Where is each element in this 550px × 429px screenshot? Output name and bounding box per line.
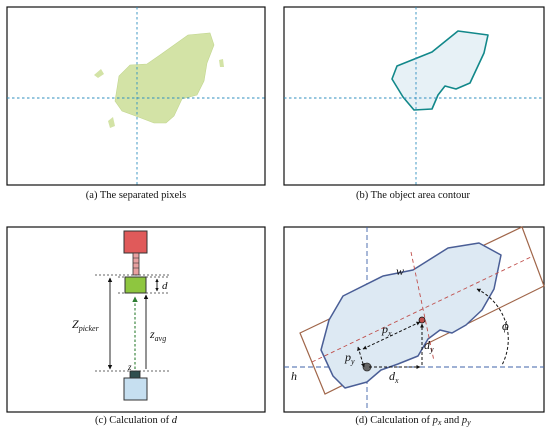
camera-body — [123, 377, 148, 401]
noise-pixels-left — [94, 69, 104, 78]
z-picker-label: Zpicker — [72, 317, 100, 333]
object-area-contour — [391, 30, 489, 111]
dy-label: dy — [424, 338, 434, 354]
noise-pixels-right — [219, 59, 224, 67]
medial-axis-short — [410, 251, 435, 362]
panel-b: (b) The object area contour — [283, 6, 545, 201]
w-label: w — [396, 264, 404, 278]
h-label: h — [291, 369, 297, 383]
panel-a: (a) The separated pixels — [6, 6, 266, 201]
picker-shaft — [132, 252, 140, 276]
noise-pixels-bottom — [108, 117, 115, 128]
camera-sensor — [129, 370, 141, 379]
panel-a-caption: (a) The separated pixels — [86, 190, 186, 201]
dx-label: dx — [389, 369, 399, 385]
object-pixel-blob — [114, 32, 215, 124]
medial-axis-long — [311, 255, 534, 363]
px-label: px — [381, 322, 392, 338]
panel-c: d Zpicker zavg z (c) Calculation of d — [6, 226, 266, 426]
py-label: py — [344, 350, 355, 366]
center-point — [418, 316, 426, 324]
z-label: z — [127, 362, 132, 372]
panel-b-caption: (b) The object area contour — [356, 190, 471, 201]
panel-d: w h ϕ px py dx dy (d) Calculation of px … — [283, 226, 545, 427]
phi-arc — [476, 288, 509, 366]
object-box — [124, 276, 147, 294]
panel-d-caption: (d) Calculation of px and py — [355, 415, 471, 427]
z-avg-label: zavg — [149, 327, 166, 343]
d-label: d — [162, 280, 168, 292]
object-polygon — [320, 242, 502, 389]
phi-label: ϕ — [502, 318, 509, 333]
separated-pixels — [94, 32, 224, 128]
px-arrow — [362, 321, 421, 350]
panel-c-caption: (c) Calculation of d — [95, 415, 178, 426]
py-arrow — [357, 346, 365, 368]
picker-head — [123, 230, 148, 254]
